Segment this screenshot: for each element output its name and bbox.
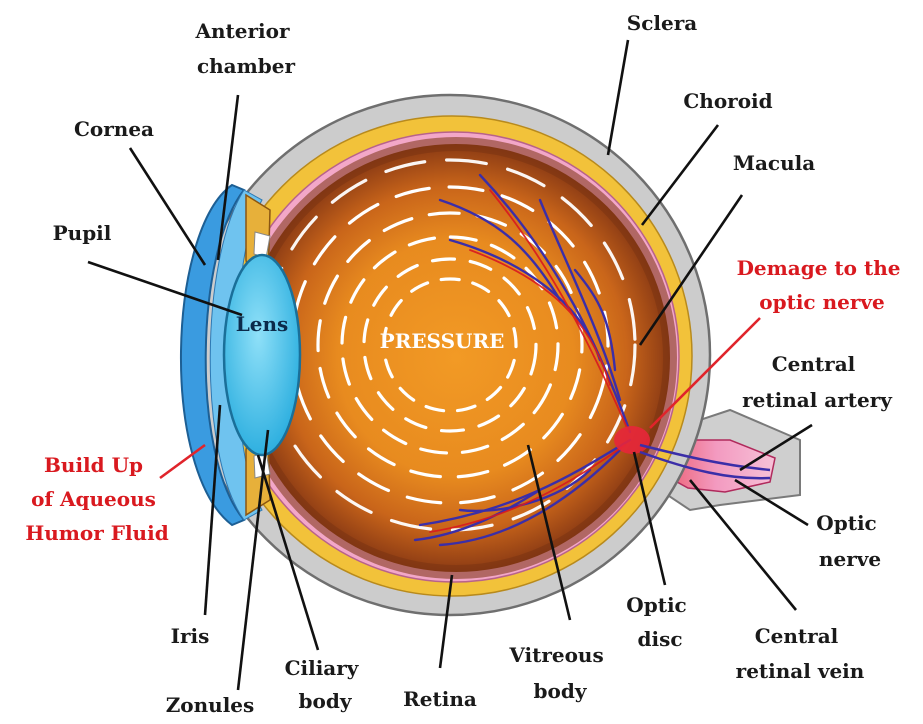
label-pupil: Pupil bbox=[53, 221, 112, 245]
pressure-label: PRESSURE bbox=[380, 329, 505, 353]
label-vitreous-body: Vitreous body bbox=[508, 643, 610, 703]
label-macula: Macula bbox=[733, 151, 815, 175]
label-central-retinal-artery: Central retinal artery bbox=[742, 352, 893, 412]
label-choroid: Choroid bbox=[683, 89, 772, 113]
label-optic-nerve: Optic nerve bbox=[816, 511, 883, 571]
optic-disc bbox=[614, 426, 650, 454]
label-zonules: Zonules bbox=[166, 693, 255, 717]
label-ciliary-body: Ciliary body bbox=[285, 656, 366, 713]
label-anterior-chamber: Anterior chamber bbox=[194, 19, 296, 78]
label-iris: Iris bbox=[171, 624, 210, 648]
lens-label: Lens bbox=[236, 312, 289, 336]
label-damage-optic-nerve: Demage to the optic nerve bbox=[737, 256, 908, 314]
label-build-up-aqueous: Build Up of Aqueous Humor Fluid bbox=[25, 453, 168, 545]
label-retina: Retina bbox=[403, 687, 477, 711]
label-cornea: Cornea bbox=[74, 117, 154, 141]
label-sclera: Sclera bbox=[627, 11, 697, 35]
lens bbox=[224, 255, 300, 455]
label-central-retinal-vein: Central retinal vein bbox=[736, 624, 865, 683]
label-optic-disc: Optic disc bbox=[626, 593, 693, 651]
